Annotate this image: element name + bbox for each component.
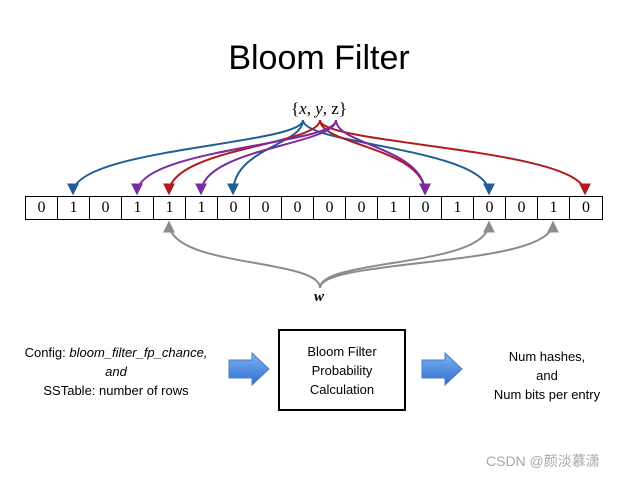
- bit-cell: 0: [282, 197, 314, 219]
- query-arrow-w: [319, 220, 559, 289]
- calc-line-2: Probability: [311, 362, 373, 378]
- bit-cell: 0: [474, 197, 506, 219]
- query-arrow-w: [163, 220, 321, 289]
- output-line-2: and: [536, 368, 558, 383]
- config-line-2: and: [0, 362, 232, 381]
- hash-arrow-x: [67, 119, 304, 196]
- hash-arrow-z: [335, 119, 431, 196]
- config-joiner: and: [105, 364, 127, 379]
- probability-calculation-box: Bloom Filter Probability Calculation: [278, 329, 406, 411]
- config-text: Config: bloom_filter_fp_chance, and SSTa…: [0, 343, 232, 400]
- calc-line-1: Bloom Filter: [307, 343, 377, 359]
- bit-cell: 0: [582, 199, 590, 216]
- set-sep-1: ,: [306, 99, 316, 118]
- query-element-w: w: [313, 289, 324, 305]
- bit-cell: 0: [26, 197, 58, 219]
- bit-cell: 1: [154, 197, 186, 219]
- query-arrow-w: [319, 220, 495, 289]
- bit-cell: 0: [90, 197, 122, 219]
- slide-title: Bloom Filter: [228, 39, 410, 77]
- bit-cell: 0: [218, 197, 250, 219]
- flow-arrow-right-icon-2: [421, 352, 463, 386]
- set-element-z: z: [331, 99, 339, 118]
- config-line-3: SSTable: number of rows: [43, 383, 189, 398]
- input-set-label: {x, y, z}: [259, 99, 379, 119]
- hash-arrow-y: [163, 119, 321, 196]
- bit-cell: 1: [378, 197, 410, 219]
- config-prefix: Config:: [24, 345, 70, 360]
- arc-layer: [67, 119, 591, 289]
- bit-cell: 1: [186, 197, 218, 219]
- bit-cell: 0: [314, 197, 346, 219]
- watermark: CSDN @颜淡慕潇: [486, 453, 600, 469]
- bit-cell: 0: [346, 197, 378, 219]
- config-line-1: Config: bloom_filter_fp_chance,: [0, 343, 232, 362]
- hash-arrow-z: [131, 119, 337, 196]
- set-element-x: x: [299, 99, 307, 118]
- set-open-brace: {: [291, 99, 300, 118]
- bit-cell: 0: [410, 197, 442, 219]
- flow-arrow-right-icon: [228, 352, 270, 386]
- bit-cell: 1: [538, 197, 570, 219]
- hash-arrow-y: [319, 119, 591, 196]
- set-sep-2: ,: [322, 99, 332, 118]
- hash-arrow-y: [319, 119, 431, 196]
- bit-cell: 0: [506, 197, 538, 219]
- set-element-y: y: [315, 99, 323, 118]
- output-text: Num hashes, and Num bits per entry: [472, 347, 622, 404]
- output-line-3: Num bits per entry: [493, 387, 601, 402]
- config-option: bloom_filter_fp_chance,: [69, 345, 208, 360]
- bit-cell: 1: [122, 197, 154, 219]
- calc-line-3: Calculation: [309, 381, 375, 397]
- output-line-1: Num hashes,: [508, 349, 586, 364]
- bit-cell: 0: [250, 197, 282, 219]
- hash-arrow-z: [195, 119, 337, 196]
- bit-cell: 1: [58, 197, 90, 219]
- set-close-brace: }: [338, 99, 347, 118]
- bit-cell: 1: [442, 197, 474, 219]
